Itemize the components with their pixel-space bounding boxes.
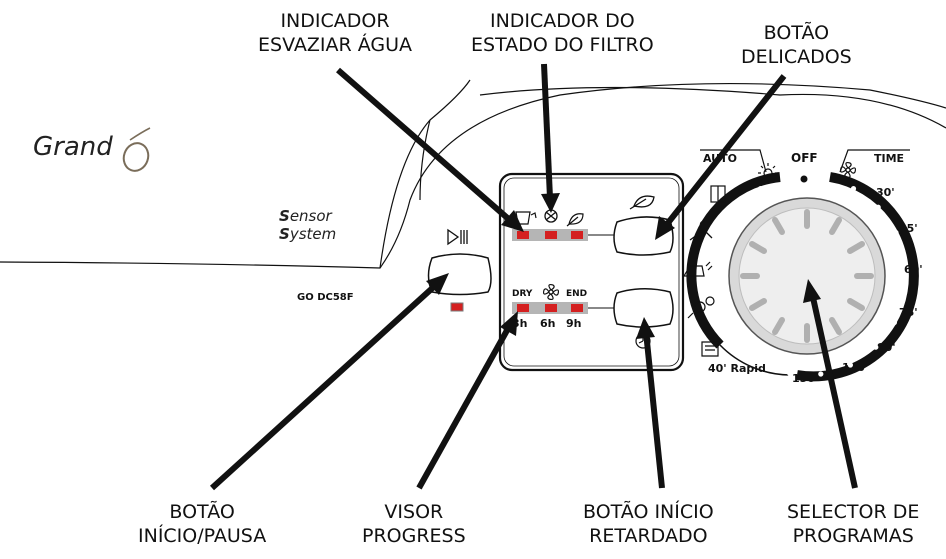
dial-ring-dot xyxy=(733,342,739,348)
delicate-led xyxy=(571,231,583,239)
dial-ring-dot xyxy=(757,360,764,366)
brand-logo: Grand xyxy=(33,132,113,162)
callout-filter-indicator-line1: INDICADOR DO xyxy=(489,10,635,32)
sensor-initial: S xyxy=(279,207,290,225)
system-initial: S xyxy=(279,225,290,243)
callout-program-selector-line2: PROGRAMAS xyxy=(792,525,914,547)
callout-progress-display: VISOR PROGRESS xyxy=(362,500,466,548)
delay-start-button[interactable] xyxy=(613,288,674,328)
off-dot xyxy=(800,175,808,183)
dial-ring-dot xyxy=(787,175,793,182)
callout-start-pause-button: BOTÃO INÍCIO/PAUSA xyxy=(138,500,266,548)
program-selector-knob[interactable] xyxy=(728,197,886,355)
progress-label-dry: DRY xyxy=(512,289,533,299)
dial-ring-dot xyxy=(902,259,908,265)
callout-start-pause-button-line2: INÍCIO/PAUSA xyxy=(138,525,267,547)
dial-ring-dot xyxy=(901,290,908,296)
dial-header-lines xyxy=(700,149,910,173)
knob-grip-ridges xyxy=(740,209,874,343)
filter-led xyxy=(545,231,557,239)
dial-ring-dot xyxy=(715,230,721,236)
start-pause-icon xyxy=(447,228,468,246)
callout-progress-display-line1: VISOR xyxy=(384,501,444,523)
center-module xyxy=(498,172,685,372)
callout-filter-indicator-line2: ESTADO DO FILTRO xyxy=(471,34,654,56)
delicate-leaf-icon-small xyxy=(566,213,584,227)
callout-drain-indicator-line1: INDICADOR xyxy=(280,10,390,32)
callout-start-pause-button-line1: BOTÃO xyxy=(169,501,235,523)
system-rest: ystem xyxy=(289,225,337,243)
callout-filter-indicator: INDICADOR DO ESTADO DO FILTRO xyxy=(471,9,654,57)
callout-delay-start-button-line1: BOTÃO INÍCIO xyxy=(583,501,714,523)
wool-icon xyxy=(687,296,715,319)
hanger-icon xyxy=(689,220,713,241)
center-module-inner xyxy=(503,177,680,367)
time-label-9h: 9h xyxy=(566,317,582,330)
dial-ring-dot xyxy=(757,186,764,192)
drain-led xyxy=(517,231,529,239)
panel-outline xyxy=(0,79,946,269)
callout-delicate-button: BOTÃO DELICADOS xyxy=(741,21,852,69)
progress-label-end: END xyxy=(566,289,587,299)
grand-logo-swirl xyxy=(122,127,151,172)
dial-ring xyxy=(686,172,919,382)
progress-led-9h xyxy=(571,304,583,312)
dial-ring-dot xyxy=(893,230,899,236)
dial-label-off: OFF xyxy=(791,151,818,165)
callout-program-selector: SELECTOR DE PROGRAMAS xyxy=(787,500,919,548)
dial-ring-dot xyxy=(873,344,879,350)
dial-ring-dot xyxy=(733,204,739,210)
callout-drain-indicator: INDICADOR ESVAZIAR ÁGUA xyxy=(258,9,412,57)
sensor-rest: ensor xyxy=(289,207,332,225)
progress-led-6h xyxy=(545,304,557,312)
towel-icon xyxy=(701,341,719,357)
dial-ring-dot xyxy=(717,319,723,326)
sensor-system-label: Sensor System xyxy=(279,207,336,243)
dial-label-time: TIME xyxy=(874,152,904,165)
dial-ring-dot xyxy=(787,370,793,377)
dial-ring-dot xyxy=(875,204,881,210)
callout-program-selector-line1: SELECTOR DE xyxy=(787,501,920,523)
dial-ring-dot xyxy=(706,290,713,296)
delicate-leaf-icon xyxy=(629,195,655,210)
start-pause-led xyxy=(450,302,464,312)
fan-time-icon xyxy=(839,161,857,179)
callout-progress-display-line2: PROGRESS xyxy=(362,525,466,547)
dial-label-rapid: 40' Rapid xyxy=(708,362,766,375)
time-label-6h: 6h xyxy=(540,317,556,330)
dial-ring-dot xyxy=(850,186,857,192)
iron-icon xyxy=(682,261,713,277)
callout-delay-start-button: BOTÃO INÍCIO RETARDADO xyxy=(583,500,714,548)
dial-ring-dot xyxy=(821,175,827,182)
callout-arrows xyxy=(209,63,858,491)
callout-delicate-button-line1: BOTÃO xyxy=(763,22,830,44)
progress-led-3h xyxy=(517,304,529,312)
model-number: GO DC58F xyxy=(297,292,354,303)
callout-drain-indicator-line2: ESVAZIAR ÁGUA xyxy=(258,34,412,56)
dial-ring-dot xyxy=(891,319,898,326)
callout-delicate-button-line2: DELICADOS xyxy=(741,46,852,68)
dial-ring-dot xyxy=(818,371,824,377)
callout-delay-start-button-line2: RETARDADO xyxy=(589,525,708,547)
dial-ring-dot xyxy=(847,362,854,368)
fan-icon xyxy=(542,283,560,301)
wardrobe-icon xyxy=(710,185,726,203)
sun-icon xyxy=(758,163,778,183)
dial-ring-dots xyxy=(706,175,908,377)
